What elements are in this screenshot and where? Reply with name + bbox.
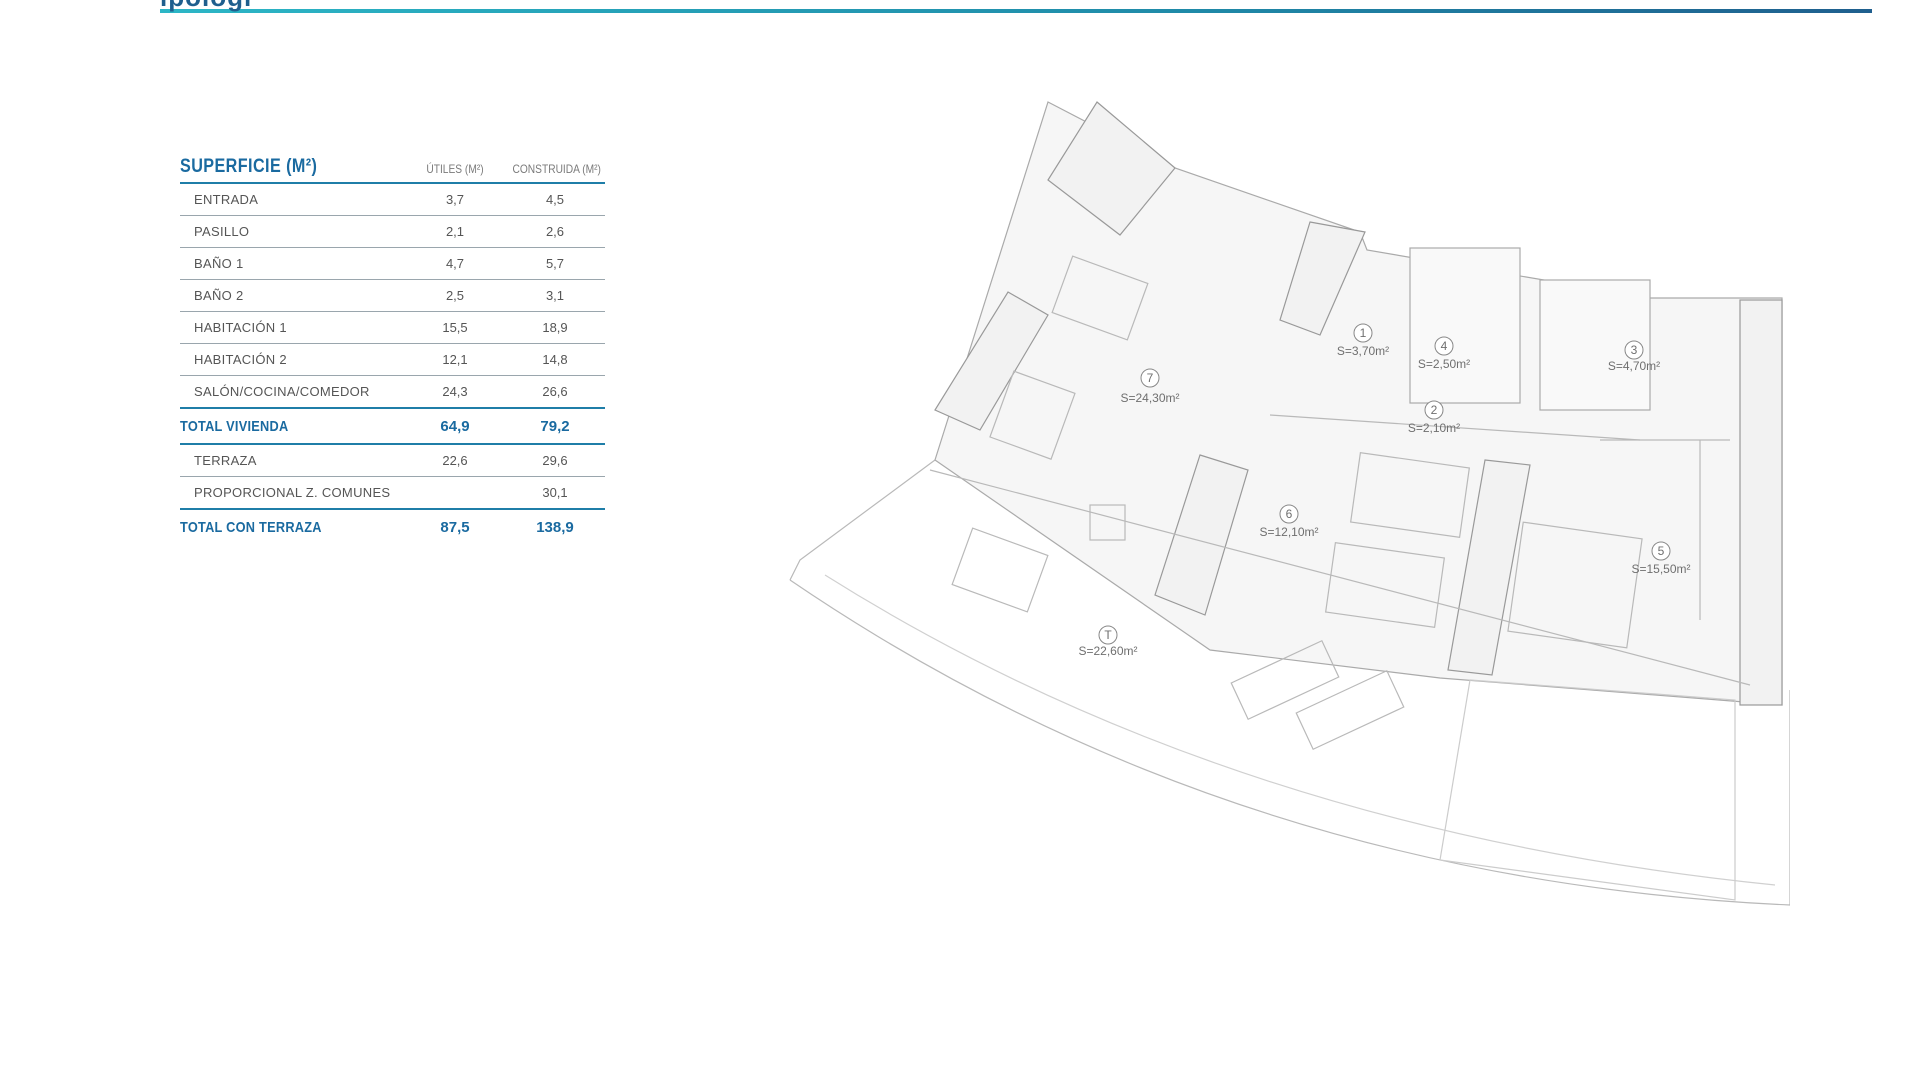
row-built: 3,1 (545, 288, 565, 303)
row-label: TERRAZA (194, 453, 257, 468)
table-header: SUPERFICIE (M²) ÚTILES (M²) CONSTRUIDA (… (180, 152, 605, 184)
room-area: S=2,50m² (1418, 357, 1470, 371)
building-outline (934, 101, 1783, 706)
wall-block (1447, 459, 1531, 676)
bathroom-outline (1409, 247, 1521, 404)
total-home-built: 79,2 (540, 417, 570, 435)
room-number: T (1104, 628, 1112, 642)
bed (1349, 452, 1471, 538)
row-label: BAÑO 1 (194, 256, 244, 271)
table-title: SUPERFICIE (M²) (180, 156, 318, 177)
table-row: HABITACIÓN 1 15,5 18,9 (180, 312, 605, 344)
room-number: 6 (1286, 507, 1293, 521)
floor-plan: 7 S=24,30m² 1 S=3,70m² 4 S=2,50m² 3 S=4,… (789, 101, 1790, 906)
surface-table: SUPERFICIE (M²) ÚTILES (M²) CONSTRUIDA (… (180, 152, 605, 544)
row-label: BAÑO 2 (194, 288, 244, 303)
room-area: S=2,10m² (1408, 421, 1460, 435)
outdoor-table (951, 527, 1049, 613)
room-marker-7: 7 S=24,30m² (1120, 368, 1180, 405)
row-label: ENTRADA (194, 192, 259, 207)
total-terrace-useful: 87,5 (440, 518, 470, 536)
row-useful: 22,6 (442, 453, 468, 468)
row-useful: 15,5 (442, 320, 468, 335)
room-marker-5: 5 S=15,50m² (1631, 541, 1691, 576)
row-built: 4,5 (545, 192, 565, 207)
sofa (989, 370, 1076, 460)
bed (1324, 542, 1446, 628)
row-built: 26,6 (542, 384, 568, 399)
table-row: PROPORCIONAL Z. COMUNES 30,1 (180, 477, 605, 510)
room-marker-2: 2 S=2,10m² (1408, 400, 1460, 435)
total-home-useful: 64,9 (440, 417, 470, 435)
total-terrace-row: TOTAL CON TERRAZA 87,5 138,9 (180, 510, 605, 544)
room-number: 7 (1147, 371, 1154, 385)
row-label: HABITACIÓN 2 (194, 352, 287, 367)
wall-block (1739, 299, 1783, 706)
room-marker-terrace: T S=22,60m² (1078, 625, 1138, 658)
row-built: 14,8 (542, 352, 568, 367)
row-useful: 24,3 (442, 384, 468, 399)
room-marker-4: 4 S=2,50m² (1418, 336, 1470, 371)
terrace-rect (1439, 679, 1736, 901)
table-row: HABITACIÓN 2 12,1 14,8 (180, 344, 605, 376)
room-area: S=22,60m² (1078, 644, 1137, 658)
row-label: PASILLO (194, 224, 250, 239)
table-row: SALÓN/COCINA/COMEDOR 24,3 26,6 (180, 376, 605, 409)
bed (1507, 521, 1643, 649)
sun-lounger (1230, 639, 1340, 721)
wall-block (1279, 221, 1366, 336)
row-built: 18,9 (542, 320, 568, 335)
col-header-built: CONSTRUIDA (M²) (512, 162, 601, 176)
armchair (1089, 504, 1126, 541)
total-home-row: TOTAL VIVIENDA 64,9 79,2 (180, 409, 605, 445)
total-terrace-label: TOTAL CON TERRAZA (180, 518, 322, 536)
table-row: PASILLO 2,1 2,6 (180, 216, 605, 248)
row-built: 2,6 (545, 224, 565, 239)
row-label: HABITACIÓN 1 (194, 320, 287, 335)
room-number: 1 (1360, 326, 1367, 340)
row-built: 29,6 (542, 453, 568, 468)
col-header-useful: ÚTILES (M²) (426, 162, 484, 176)
row-built: 5,7 (545, 256, 565, 271)
row-useful: 12,1 (442, 352, 468, 367)
table-row: BAÑO 2 2,5 3,1 (180, 280, 605, 312)
row-label: SALÓN/COCINA/COMEDOR (194, 384, 370, 399)
room-marker-1: 1 S=3,70m² (1337, 323, 1389, 358)
room-area: S=15,50m² (1631, 562, 1690, 576)
room-number: 4 (1441, 339, 1448, 353)
table-row: BAÑO 1 4,7 5,7 (180, 248, 605, 280)
room-area: S=3,70m² (1337, 344, 1389, 358)
room-area: S=24,30m² (1120, 391, 1179, 405)
sun-lounger (1295, 669, 1405, 751)
row-useful: 2,1 (445, 224, 465, 239)
table-row: ENTRADA 3,7 4,5 (180, 184, 605, 216)
room-number: 2 (1431, 403, 1438, 417)
room-marker-6: 6 S=12,10m² (1259, 504, 1319, 539)
dining-table (1051, 255, 1149, 341)
total-home-label: TOTAL VIVIENDA (180, 417, 289, 435)
room-number: 3 (1631, 343, 1638, 357)
row-useful: 4,7 (445, 256, 465, 271)
room-marker-3: 3 S=4,70m² (1608, 340, 1660, 373)
terrace-outline (789, 579, 1790, 906)
terrace-inner (824, 574, 1776, 886)
wall-block (934, 291, 1049, 431)
room-area: S=12,10m² (1259, 525, 1318, 539)
wall-block (1047, 101, 1176, 236)
row-useful: 3,7 (445, 192, 465, 207)
room-area: S=4,70m² (1608, 359, 1660, 373)
room-number: 5 (1658, 544, 1665, 558)
row-useful: 2,5 (445, 288, 465, 303)
total-terrace-built: 138,9 (536, 518, 574, 536)
room-labels: 7 S=24,30m² 1 S=3,70m² 4 S=2,50m² 3 S=4,… (1078, 323, 1691, 658)
wall-block (1154, 454, 1249, 616)
table-row: TERRAZA 22,6 29,6 (180, 445, 605, 477)
page-title-fragment: ipologí (160, 0, 252, 13)
header-rule (160, 9, 1872, 13)
row-built: 30,1 (542, 485, 568, 500)
row-label: PROPORCIONAL Z. COMUNES (194, 485, 391, 500)
